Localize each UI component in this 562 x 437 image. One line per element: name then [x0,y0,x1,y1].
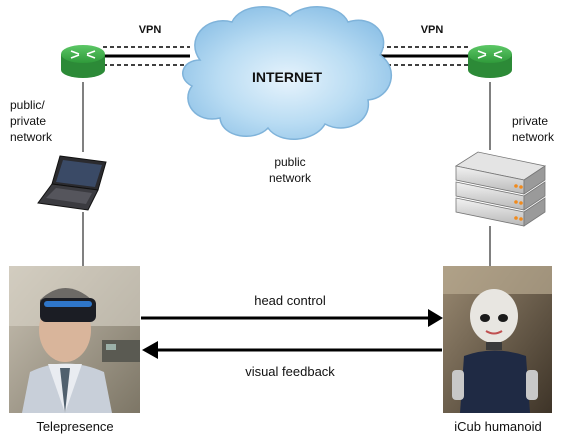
icub-photo [443,266,552,413]
public-network-label-1: public [274,155,305,169]
right-network-label-2: network [512,130,555,144]
head-control-label: head control [254,293,326,308]
vpn-tunnel-right [380,46,470,66]
visual-feedback-label: visual feedback [245,364,335,379]
head-control-arrow [141,309,443,327]
laptop-icon [37,155,107,211]
telepresence-photo [9,266,140,413]
left-network-label-1: public/ [10,98,45,112]
visual-feedback-arrow [142,341,442,359]
public-network-label-2: network [269,171,312,185]
server-rack-icon [454,151,547,227]
right-network-label-1: private [512,114,548,128]
internet-label: INTERNET [252,69,322,85]
cloud-icon [182,6,392,141]
icub-caption: iCub humanoid [454,419,541,434]
vpn-tunnel-left [103,46,190,66]
robot-head-icon [470,289,518,343]
vpn-right-label: VPN [421,24,444,36]
left-network-label-3: network [10,130,53,144]
left-network-label-2: private [10,114,46,128]
vpn-left-label: VPN [139,24,162,36]
left-router-icon [61,45,105,78]
right-router-icon [468,45,512,78]
telepresence-caption: Telepresence [36,419,113,434]
